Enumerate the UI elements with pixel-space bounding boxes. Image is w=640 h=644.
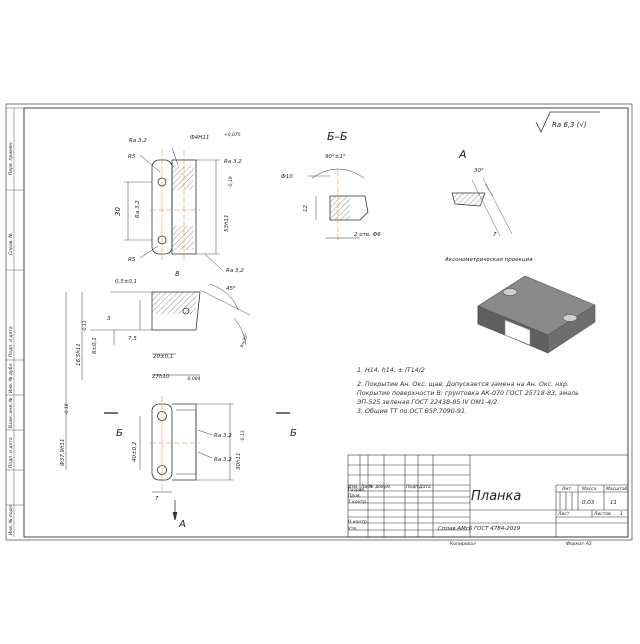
- title-block: [347, 454, 629, 538]
- dim-r20: R=20°: [239, 333, 250, 349]
- cut-mark-b-left: Б: [116, 428, 123, 439]
- dim-7-bottom: 7: [155, 496, 159, 502]
- bottom-view: [104, 396, 290, 521]
- tb-sheets-count: 1: [620, 511, 623, 517]
- axonometric-view: [477, 275, 596, 354]
- view-arrow-a-label: А: [178, 519, 186, 530]
- dim-7-view-a: 7: [493, 232, 497, 238]
- dim-ra-bottom-view-2: Ra 3,2: [214, 457, 232, 463]
- dim-05: 0,5±0,1: [115, 279, 137, 285]
- dim-53h11: 53h11: [224, 215, 230, 232]
- section-bb-view: [308, 168, 369, 240]
- sheet-inner-frame: [23, 107, 629, 538]
- section-bb-label: Б–Б: [327, 130, 348, 143]
- tb-razrab: Разраб.: [348, 487, 366, 493]
- dim-r5-top: R5: [128, 154, 136, 160]
- roughness-text: Ra 6,3 (√): [552, 121, 587, 129]
- view-a-detail: [451, 177, 513, 237]
- note-2: 2. Покрытие Ан. Окс. щав. Допускается за…: [357, 381, 569, 388]
- dim-8: 8: [175, 270, 180, 278]
- dim-3: 3: [107, 316, 111, 322]
- dim-40: 40±0,2: [132, 441, 138, 462]
- dim-hole4: Ф4H11: [190, 135, 209, 141]
- material-text: Сплав АМг6 ГОСТ 4784-2019: [438, 526, 521, 532]
- tb-lit: Лит.: [561, 486, 572, 492]
- dim-hole4-tol: +0,075: [224, 132, 241, 138]
- axonometric-caption: Аксонометрическая проекция: [444, 257, 533, 263]
- dim-20: 20±0,1: [153, 354, 173, 360]
- note-1: 1. H14, h14, ± IT14/2: [357, 367, 425, 374]
- dim-30deg: 30°: [474, 168, 484, 174]
- dim-45deg: 45°: [226, 286, 236, 292]
- technical-notes: 1. H14, h14, ± IT14/2 2. Покрытие Ан. Ок…: [357, 366, 625, 416]
- top-view: [65, 283, 251, 470]
- dim-90deg: 90°±1°: [325, 154, 346, 160]
- stamp-sprav-no: Справ. №: [8, 233, 14, 255]
- stamp-perv-primen: Перв. примен.: [8, 141, 14, 175]
- dim-16-5: 16,5h11: [76, 343, 82, 366]
- dim-7-5: 7,5: [128, 336, 137, 342]
- dim-phi10: Ф10: [281, 174, 293, 180]
- tb-nkontr: Н.контр.: [348, 519, 368, 525]
- tb-format: Формат А3: [566, 541, 592, 547]
- note-2c: ЭП-525 зеленая ГОСТ 22438-85 IV ОМ1-4/2.: [357, 399, 500, 406]
- dim-16-5-tol: -0,11: [82, 320, 88, 332]
- note-3: 3. Общие ТТ по ОСТ В5Р.7090-91.: [357, 408, 468, 415]
- tb-mass-value: 0,03: [582, 500, 595, 506]
- part-title: Планка: [471, 489, 521, 504]
- dim-ra-bottom-view-1: Ra 3,2: [214, 433, 232, 439]
- dim-2holes: 2 отв. Ф6: [354, 232, 381, 238]
- dim-27h10: 27h10: [152, 374, 170, 380]
- tb-sheets-label: Листов: [593, 511, 611, 517]
- dim-30h11-tol: -0,13: [240, 430, 246, 442]
- note-2b: Покрытие поверхности В: грунтовка АК-070…: [357, 390, 579, 397]
- cut-mark-b-right: Б: [290, 428, 297, 439]
- dim-6: 6±0,1: [92, 337, 98, 354]
- tb-massa: Масса: [582, 486, 597, 492]
- front-view: [124, 147, 223, 271]
- dim-ra-right: Ra 3,2: [224, 159, 242, 165]
- tb-date: Дата: [418, 484, 431, 490]
- dim-27-tol: -0,084: [186, 376, 201, 382]
- tb-doc: № докум.: [368, 484, 391, 490]
- tb-izm: Изм.: [348, 484, 359, 490]
- tb-sign: Подп.: [406, 484, 420, 490]
- dim-12: 12: [303, 205, 309, 212]
- stamp-podp-data-2: Подп. и дата: [8, 437, 14, 468]
- dim-r5-bottom: R5: [128, 257, 136, 263]
- tb-masshtab: Масштаб: [606, 486, 628, 492]
- tb-utv: Утв.: [348, 526, 357, 532]
- tb-tkontr: Т.контр.: [348, 499, 368, 505]
- stamp-inv-podl: Инв. № подл.: [8, 504, 14, 535]
- stamp-inv-dubl: Инв. № дубл.: [8, 362, 14, 393]
- dim-37-9: Ф37,9h11: [60, 439, 66, 466]
- roughness-mark: Ra 6,3 (√): [535, 111, 600, 133]
- dim-ra-bottom: Ra 3,2: [226, 268, 244, 274]
- dim-ra-left: Ra 3,2: [135, 200, 141, 218]
- tb-prov: Пров.: [348, 493, 361, 499]
- dim-37-9-tol: -0,16: [64, 403, 70, 415]
- tb-copied: Копировал: [450, 541, 476, 547]
- side-stamp: Перв. примен. Справ. № Подп. и дата Инв.…: [6, 107, 24, 537]
- stamp-vzam-inv: Взам. инв. №: [8, 397, 14, 428]
- view-a-label: А: [458, 148, 467, 161]
- stamp-podp-data-1: Подп. и дата: [8, 326, 14, 357]
- tb-stage-value: 11: [610, 500, 617, 506]
- tb-list: Лист: [360, 484, 373, 490]
- dim-30h11: 30h11: [236, 453, 242, 470]
- tb-sheet-label: Лист: [557, 511, 570, 517]
- dim-ra-top: Ra 3,2: [129, 138, 147, 144]
- dim-30: 30: [114, 207, 122, 216]
- dim-53-tol: -0,19: [228, 176, 234, 188]
